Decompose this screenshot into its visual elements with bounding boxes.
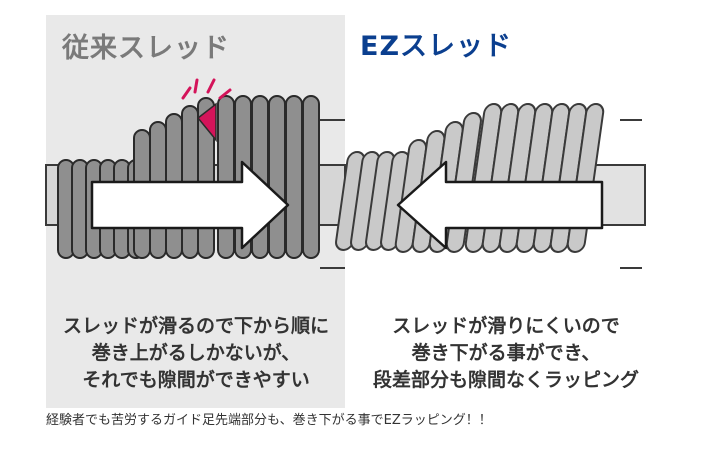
thread-coil <box>285 95 303 259</box>
description-line: 段差部分も隙間なくラッピング <box>372 369 639 391</box>
footer-caption: 経験者でも苦労するガイド足先端部分も、巻き下がる事でEZラッピング！！ <box>46 413 492 428</box>
arrow-shape <box>396 160 604 250</box>
thread-coil <box>302 95 320 259</box>
conventional-thread-title: 従来スレッド <box>62 33 230 64</box>
alert-spike <box>206 78 216 94</box>
right-thread-wraps <box>335 103 605 253</box>
alert-spike <box>181 86 192 100</box>
description-line: スレッドが滑るので下から順に <box>62 315 329 337</box>
thread-coil <box>217 95 235 259</box>
description-line: それでも隙間ができやすい <box>82 369 310 391</box>
description-line: 巻き下がる事ができ、 <box>411 342 601 364</box>
arrow-shape <box>90 160 290 250</box>
wind-up-arrow <box>90 160 290 250</box>
description-line: 巻き上がるしかないが、 <box>91 342 301 364</box>
alert-spike <box>218 88 232 100</box>
conventional-thread-description: スレッドが滑るので下から順に 巻き上がるしかないが、 それでも隙間ができやすい <box>58 313 334 394</box>
description-line: スレッドが滑りにくいので <box>392 315 620 337</box>
left-thread-wraps <box>57 95 320 259</box>
gap-alert-mark <box>181 78 232 100</box>
thread-gap <box>196 102 217 143</box>
ez-thread-title: EZスレッド <box>360 31 513 62</box>
wind-down-arrow <box>396 160 604 250</box>
thread-coil <box>268 95 286 259</box>
alert-spike <box>193 78 199 94</box>
ez-thread-description: スレッドが滑りにくいので 巻き下がる事ができ、 段差部分も隙間なくラッピング <box>356 313 656 394</box>
